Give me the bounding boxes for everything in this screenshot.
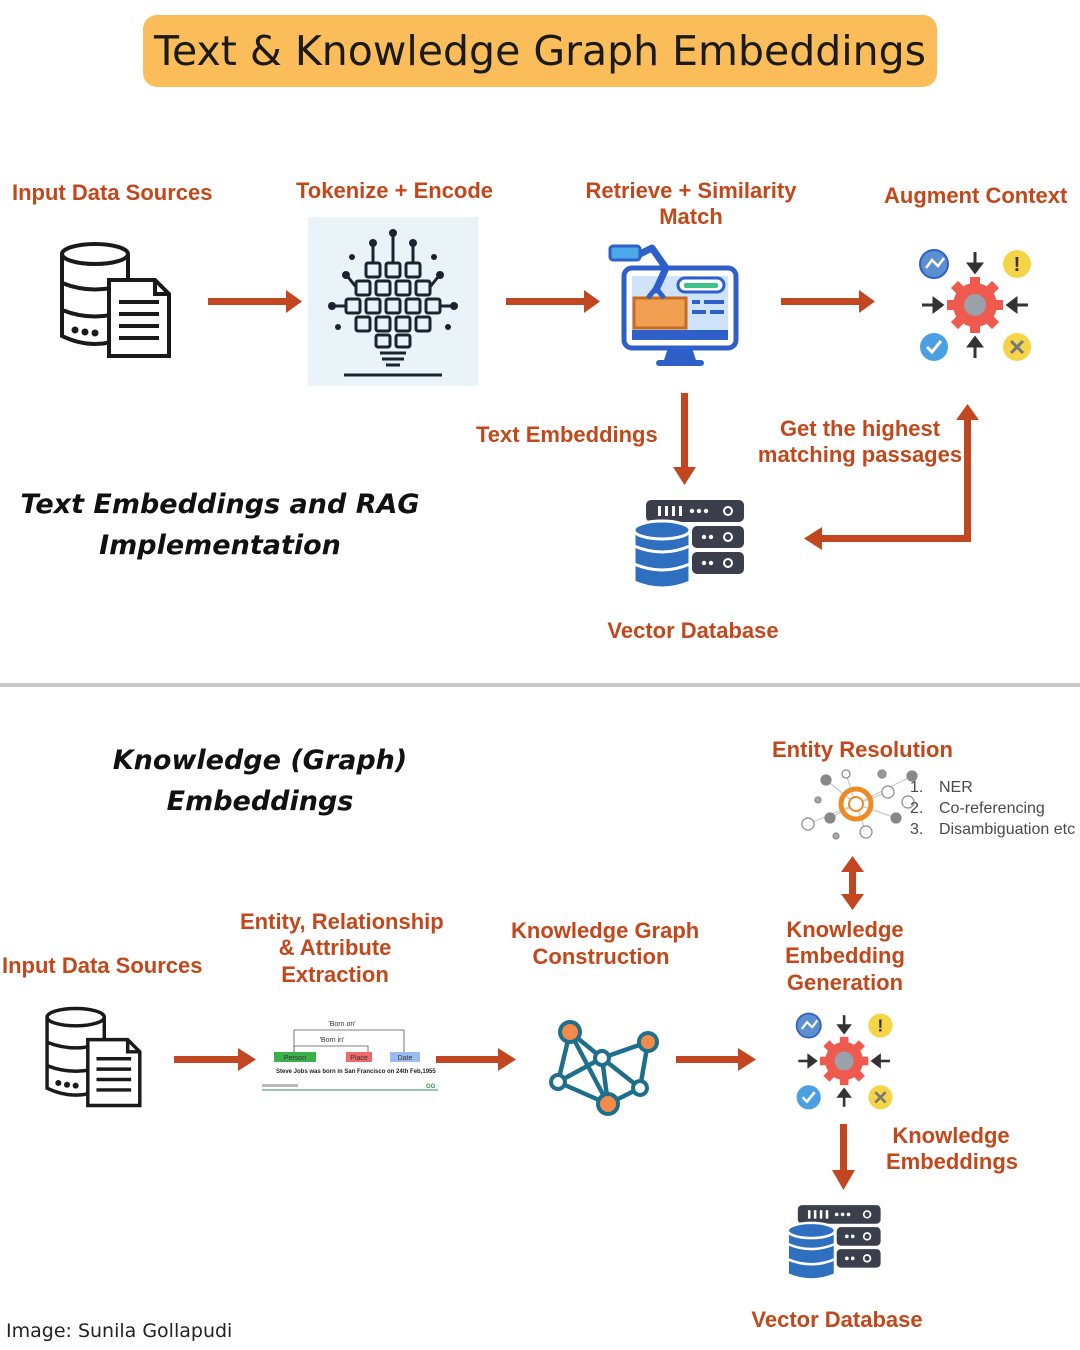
tree-place-box bbox=[346, 1052, 372, 1062]
kg-input-label: Input Data Sources bbox=[2, 953, 203, 978]
tree-born-in-text: 'Born in' bbox=[320, 1037, 345, 1044]
kg-construction-label: Knowledge Graph Construction bbox=[511, 918, 700, 971]
rag-heading-line2: Implementation bbox=[99, 529, 341, 561]
kg-section-heading: Knowledge (Graph) Embeddings bbox=[112, 745, 408, 817]
entity-resolution-icon bbox=[801, 769, 918, 840]
rag-highest-label-line2: matching passages bbox=[757, 442, 963, 468]
kg-database-document-icon bbox=[45, 1006, 142, 1108]
kg-embeddings-line1: Knowledge bbox=[892, 1123, 1010, 1148]
tree-sentence-text: Steve Jobs was born in San Francisco on … bbox=[276, 1069, 436, 1075]
tree-date-box bbox=[390, 1052, 420, 1062]
rag-retrieve-label-line1: Retrieve + Similarity bbox=[585, 178, 797, 203]
kg-extraction-label: Entity, Relationship & Attribute Extract… bbox=[240, 909, 444, 988]
rag-input-label: Input Data Sources bbox=[12, 180, 213, 205]
kg-embedding-gear-icon: ! bbox=[795, 1012, 893, 1110]
monitor-robot-arm-icon bbox=[608, 244, 739, 366]
rag-arrows bbox=[208, 290, 979, 550]
kg-embeddings-line2: Embeddings bbox=[886, 1149, 1019, 1175]
kg-vector-database-icon bbox=[786, 1205, 881, 1281]
kg-extraction-line2: & Attribute bbox=[278, 935, 392, 961]
svg-text:GG: GG bbox=[426, 1084, 436, 1090]
kg-vector-db-label: Vector Database bbox=[751, 1307, 923, 1332]
kg-embeddings-label: Knowledge Embeddings bbox=[886, 1123, 1019, 1176]
svg-text:!: ! bbox=[878, 1016, 884, 1036]
rag-section-heading: Text Embeddings and RAG Implementation bbox=[20, 485, 420, 566]
kg-construction-line2: Construction bbox=[532, 944, 670, 970]
tree-person-box bbox=[274, 1052, 316, 1062]
tree-date-text: Date bbox=[398, 1055, 413, 1062]
neural-bulb-icon bbox=[328, 229, 458, 377]
neural-bulb-panel bbox=[308, 217, 478, 386]
rag-text-embeddings-label: Text Embeddings bbox=[476, 422, 658, 447]
page-title: Text & Knowledge Graph Embeddings bbox=[153, 27, 927, 75]
database-document-icon bbox=[60, 242, 171, 358]
rag-arrow-retrieve-to-augment bbox=[781, 298, 875, 314]
kg-extraction-line3: Extraction bbox=[281, 961, 389, 987]
resolution-step-2: 2.Co-referencing bbox=[910, 800, 1045, 817]
title-banner: Text & Knowledge Graph Embeddings bbox=[143, 15, 937, 87]
rag-tokenize-label: Tokenize + Encode bbox=[296, 178, 494, 203]
rag-arrow-tokenize-to-retrieve bbox=[506, 298, 600, 314]
section-divider bbox=[0, 683, 1080, 687]
resolution-step-3: 3.Disambiguation etc bbox=[910, 821, 1076, 838]
rag-highest-label: Get the highest matching passages bbox=[756, 416, 964, 469]
kg-generation-label: Knowledge Embedding Generation bbox=[780, 917, 910, 996]
kg-extraction-line1: Entity, Relationship bbox=[240, 909, 444, 934]
kg-generation-line1: Knowledge bbox=[786, 917, 904, 942]
rag-heading-line1: Text Embeddings and RAG bbox=[20, 489, 420, 520]
vector-database-icon bbox=[632, 500, 744, 590]
rag-augment-label: Augment Context bbox=[884, 183, 1068, 208]
kg-generation-line2: Embedding bbox=[785, 943, 905, 969]
kg-generation-line3: Generation bbox=[786, 969, 904, 995]
rag-arrow-input-to-tokenize bbox=[208, 298, 302, 314]
extraction-tree-diagram: 'Born on' 'Born in' Person Place Date St… bbox=[262, 1021, 438, 1091]
image-credit: Image: Sunila Gollapudi bbox=[6, 1320, 233, 1342]
tree-born-on-text: 'Born on' bbox=[328, 1021, 355, 1028]
resolution-step-1: 1.NER bbox=[910, 779, 973, 796]
augment-gear-icon: ! bbox=[919, 249, 1031, 361]
kg-construction-line1: Knowledge Graph bbox=[511, 918, 700, 943]
rag-highest-label-line1: Get the highest bbox=[779, 416, 941, 441]
knowledge-graph-icon bbox=[549, 1020, 659, 1116]
svg-text:!: ! bbox=[1014, 254, 1021, 276]
kg-arrows bbox=[174, 856, 864, 1190]
rag-retrieve-label-line2: Match bbox=[659, 204, 723, 230]
kg-resolution-label: Entity Resolution bbox=[772, 737, 953, 762]
resolution-steps-list: 1.NER 2.Co-referencing 3.Disambiguation … bbox=[910, 777, 1076, 840]
rag-vector-db-label: Vector Database bbox=[607, 618, 779, 643]
tree-place-text: Place bbox=[350, 1055, 368, 1062]
tree-person-text: Person bbox=[284, 1055, 306, 1062]
rag-retrieve-label: Retrieve + Similarity Match bbox=[576, 178, 806, 231]
